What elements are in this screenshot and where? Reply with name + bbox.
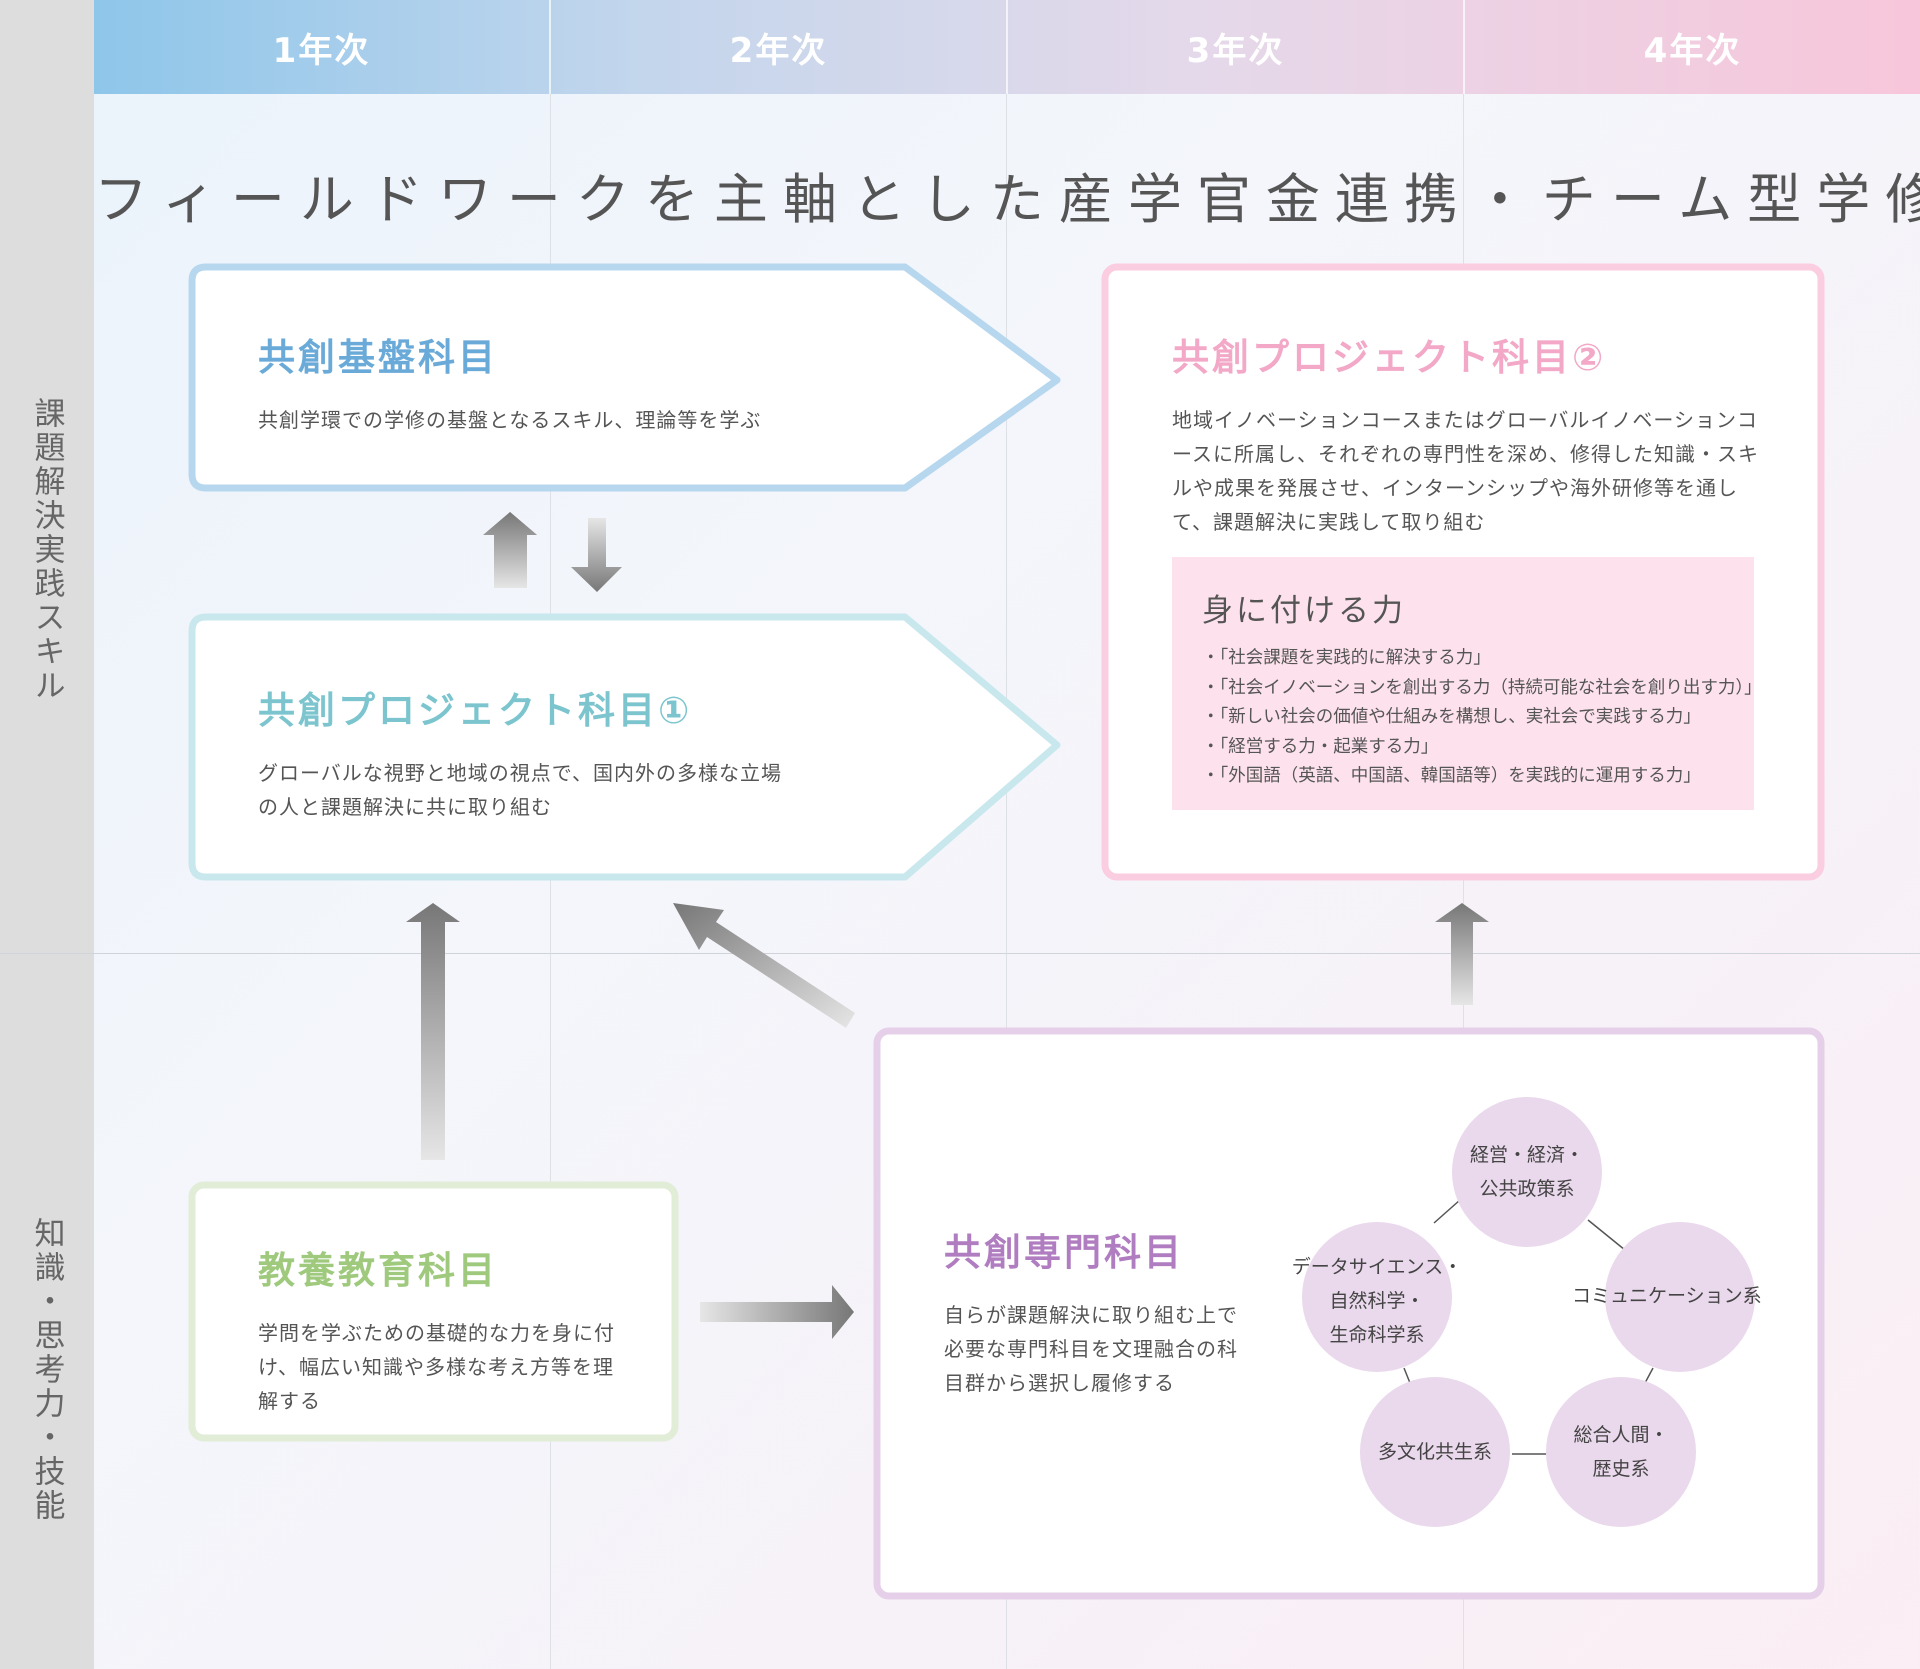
skill-item: ・「新しい社会の価値や仕組みを構想し、実社会で実践する力」: [1202, 707, 1701, 727]
arrow-down: [571, 518, 622, 592]
project1-desc: グローバルな視野と地域の視点で、国内外の多様な立場の人と課題解決に共に取り組む: [258, 761, 782, 819]
column-line: [1463, 94, 1464, 1669]
field-circle-management: 経営・経済・ 公共政策系: [1452, 1097, 1602, 1247]
arrow-up: [406, 903, 460, 1160]
skill-item: ・「社会課題を実践的に解決する力」: [1202, 648, 1491, 668]
project1-heading: 共創プロジェクト科目①: [258, 689, 693, 732]
column-line: [550, 94, 551, 1669]
liberal-desc: 学問を学ぶための基礎的な力を身に付け、幅広い知識や多様な考え方等を理解する: [258, 1321, 615, 1413]
sidebar: [0, 0, 94, 1669]
liberal-box: [188, 1181, 679, 1442]
field-circle-communication: [1605, 1222, 1755, 1372]
year-header: 1年次 2年次 3年次 4年次: [94, 0, 1920, 94]
skills-list: ・「社会課題を実践的に解決する力」 ・「社会イノベーションを創出する力（持続可能…: [1202, 644, 1762, 792]
specialized-content: 共創専門科目 自らが課題解決に取り組む上で必要な専門科目を文理融合の科目群から選…: [944, 1222, 1244, 1400]
field-label: 経営・経済・ 公共政策系: [1469, 1144, 1584, 1200]
arrow-right: [700, 1285, 854, 1339]
arrow-up: [1435, 903, 1489, 1005]
arrow-diagonal: [673, 903, 855, 1028]
skills-title: 身に付ける力: [1202, 593, 1406, 629]
year-3: 3年次: [1008, 0, 1465, 94]
project1-content: 共創プロジェクト科目① グローバルな視野と地域の視点で、国内外の多様な立場の人と…: [258, 680, 798, 824]
year-4: 4年次: [1643, 30, 1742, 71]
main-title: フィールドワークを主軸とした産学官金連携・チーム型学修: [94, 168, 1920, 231]
sidebar-label-knowledge: 知識・思考力・技能: [28, 1217, 65, 1523]
column-line: [1006, 94, 1007, 1669]
skill-item: ・「経営する力・起業する力」: [1202, 736, 1439, 757]
field-label-communication: コミュニケーション系: [1572, 1285, 1762, 1307]
foundation-desc: 共創学環での学修の基盤となるスキル、理論等を学ぶ: [258, 408, 762, 432]
year-2: 2年次: [551, 0, 1008, 94]
project2-heading: 共創プロジェクト科目②: [1172, 336, 1607, 379]
row-divider: [0, 953, 1920, 954]
liberal-content: 教養教育科目 学問を学ぶための基礎的な力を身に付け、幅広い知識や多様な考え方等を…: [258, 1240, 628, 1418]
specialized-desc: 自らが課題解決に取り組む上で必要な専門科目を文理融合の科目群から選択し履修する: [944, 1303, 1238, 1395]
field-label-datascience: データサイエンス・ 自然科学・ 生命科学系: [1291, 1256, 1463, 1346]
specialized-heading: 共創専門科目: [944, 1231, 1184, 1274]
field-circle-humanities: 総合人間・ 歴史系: [1546, 1377, 1696, 1527]
year-1: 1年次: [94, 0, 551, 94]
liberal-heading: 教養教育科目: [258, 1249, 498, 1292]
field-circle-datascience: [1302, 1222, 1452, 1372]
field-label: 総合人間・ 歴史系: [1573, 1424, 1669, 1480]
project1-box: [188, 613, 1061, 881]
skills-box: 身に付ける力 ・「社会課題を実践的に解決する力」 ・「社会イノベーションを創出す…: [1172, 557, 1762, 810]
connector: [1587, 1219, 1626, 1251]
foundation-content: 共創基盤科目 共創学環での学修の基盤となるスキル、理論等を学ぶ: [258, 327, 878, 437]
skill-item: ・「外国語（英語、中国語、韓国語等）を実践的に運用する力」: [1202, 766, 1701, 786]
foundation-heading: 共創基盤科目: [258, 336, 498, 379]
project2-content: 共創プロジェクト科目② 地域イノベーションコースまたはグローバルイノベーションコ…: [1172, 327, 1762, 539]
field-label: 多文化共生系: [1377, 1441, 1492, 1463]
project2-desc: 地域イノベーションコースまたはグローバルイノベーションコースに所属し、それぞれの…: [1172, 408, 1759, 534]
foundation-box: [188, 263, 1061, 492]
sidebar-label-skills: 課題解決実践スキル: [28, 397, 65, 703]
skill-item: ・「社会イノベーションを創出する力（持続可能な社会を創り出す力）」: [1202, 677, 1762, 698]
field-circle-multicultural: 多文化共生系: [1360, 1377, 1510, 1527]
arrow-up: [483, 512, 537, 588]
